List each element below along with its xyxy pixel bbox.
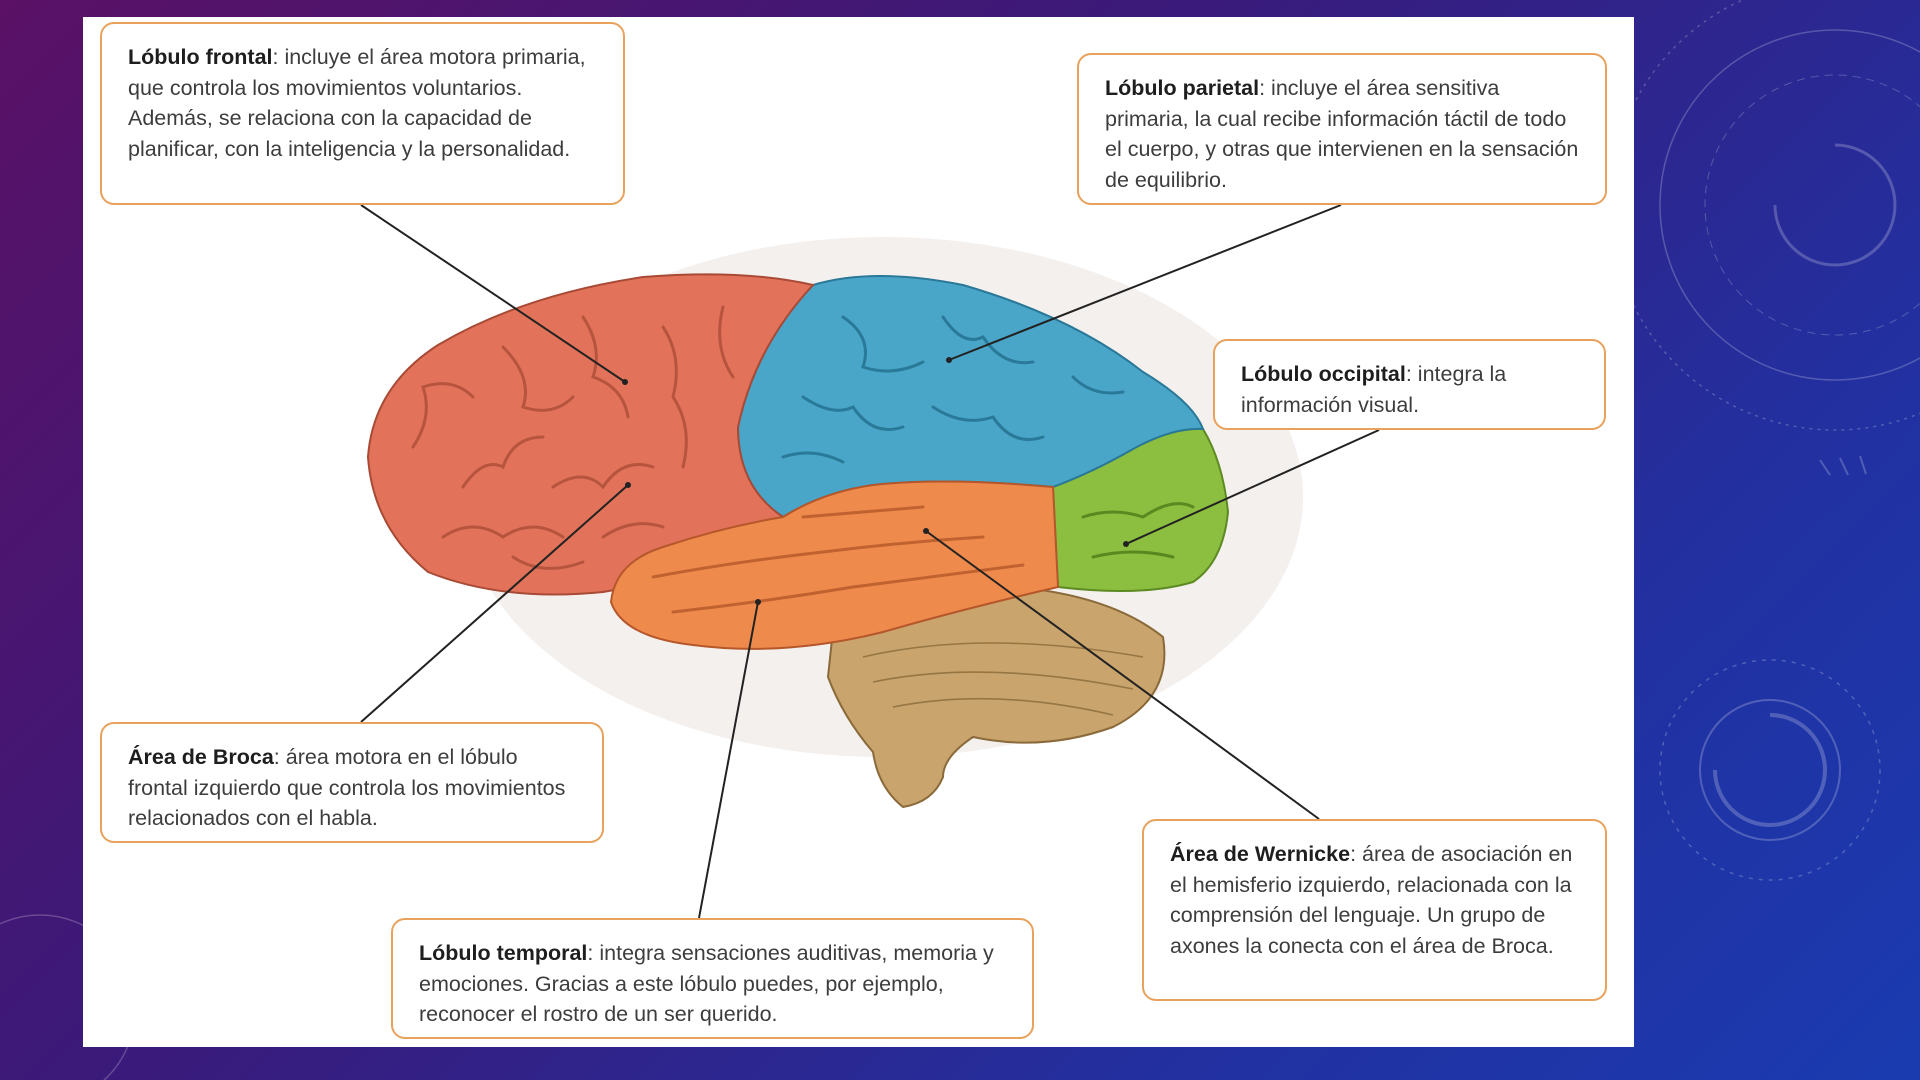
frontal-lobe <box>366 273 815 596</box>
callout-temporal-lobe: Lóbulo temporal: integra sensaciones aud… <box>391 918 1034 1039</box>
leader-line-temporal <box>698 601 759 919</box>
callout-title: Lóbulo temporal <box>419 941 588 965</box>
callout-text: : incluye el área motora primaria, que c… <box>128 45 586 161</box>
leader-line-wernicke <box>925 530 1320 820</box>
leader-line-frontal <box>360 204 626 383</box>
callout-wernicke-area: Área de Wernicke: área de asociación en … <box>1142 819 1607 1001</box>
brain-diagram <box>360 204 1380 919</box>
callout-text: : integra la información visual. <box>1241 362 1507 417</box>
callout-parietal-lobe: Lóbulo parietal: incluye el área sensiti… <box>1077 53 1607 205</box>
leader-line-broca <box>360 484 629 723</box>
callout-frontal-lobe: Lóbulo frontal: incluye el área motora p… <box>100 22 625 205</box>
callout-text: : área motora en el lóbulo frontal izqui… <box>128 745 566 830</box>
callout-broca-area: Área de Broca: área motora en el lóbulo … <box>100 722 604 843</box>
callout-text: : área de asociación en el hemisferio iz… <box>1170 842 1573 958</box>
diagram-slide: Lóbulo frontal: incluye el área motora p… <box>83 17 1634 1047</box>
leader-line-parietal <box>948 204 1342 361</box>
callout-occipital-lobe: Lóbulo occipital: integra la información… <box>1213 339 1606 430</box>
callout-title: Lóbulo parietal <box>1105 76 1260 100</box>
callout-text: : incluye el área sensitiva primaria, la… <box>1105 76 1579 192</box>
callout-title: Lóbulo occipital <box>1241 362 1406 386</box>
leader-line-occipital <box>1125 429 1380 545</box>
callout-text: : integra sensaciones auditivas, memoria… <box>419 941 994 1026</box>
callout-title: Área de Broca <box>128 745 274 769</box>
callout-title: Área de Wernicke <box>1170 842 1351 866</box>
callout-title: Lóbulo frontal <box>128 45 273 69</box>
